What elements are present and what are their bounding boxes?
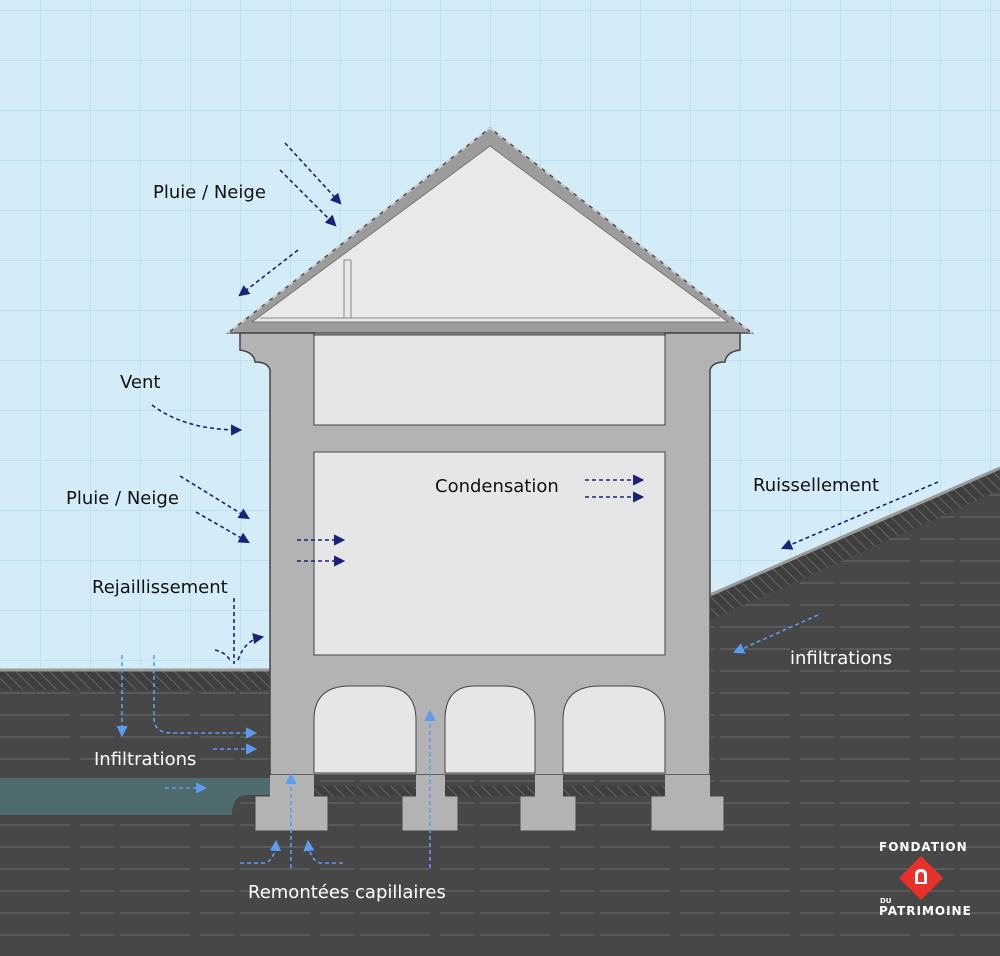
light-arrows [116,614,819,868]
groundwater [0,778,272,815]
logo-text-1: FONDATION [879,840,968,854]
label-wind: Vent [120,372,160,393]
logo-text-2: DU [880,897,892,905]
roof [225,127,755,334]
label-infiltrations-left: Infiltrations [94,749,196,770]
label-rain-wall: Pluie / Neige [66,488,179,509]
cellar-arch [444,685,536,774]
cellar-arch [562,685,666,774]
label-rain-roof: Pluie / Neige [153,182,266,203]
label-infiltrations-right: infiltrations [790,648,892,669]
label-condensation: Condensation [435,476,559,497]
dark-arrows [151,142,939,664]
cellar-arch [313,685,417,774]
fondation-patrimoine-logo: FONDATION DU PATRIMOINE [879,840,972,918]
label-capillary: Remontées capillaires [248,882,446,903]
label-splash: Rejaillissement [92,577,228,598]
house-structure [239,332,741,832]
logo-text-3: PATRIMOINE [879,904,972,918]
attic-room [313,334,666,426]
label-runoff: Ruissellement [753,475,879,496]
main-room [313,451,666,656]
